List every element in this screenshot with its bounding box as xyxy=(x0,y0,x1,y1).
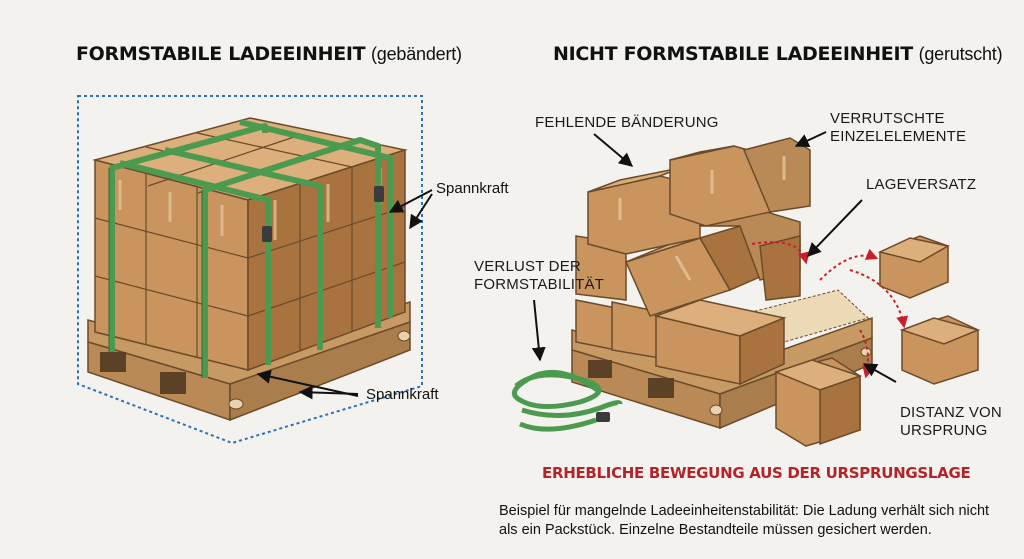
displaced-boxes xyxy=(773,235,981,447)
right-title-qualifier: (gerutscht) xyxy=(918,44,1003,64)
warning-headline: ERHEBLICHE BEWEGUNG AUS DER URSPRUNGSLAG… xyxy=(542,464,971,482)
callout-distance-from-origin: DISTANZ VON URSPRUNG xyxy=(900,404,1002,440)
callout-distance-line2: URSPRUNG xyxy=(900,422,988,439)
left-title-main: FORMSTABILE LADEEINHEIT xyxy=(76,43,366,65)
description-line2: als ein Packstück. Einzelne Bestandteile… xyxy=(499,522,932,538)
stable-pallet xyxy=(87,276,411,422)
callout-shifted-elements-line1: VERRUTSCHTE xyxy=(830,110,945,127)
callout-loss-of-stability: VERLUST DER FORMSTABILITÄT xyxy=(474,258,604,294)
loose-straps xyxy=(511,369,623,432)
callout-loss-line2: FORMSTABILITÄT xyxy=(474,276,605,293)
callout-loss-line1: VERLUST DER xyxy=(474,258,581,275)
right-title-main: NICHT FORMSTABILE LADEEINHEIT xyxy=(553,43,913,65)
stable-shape-outline xyxy=(77,95,423,445)
description-text: Beispiel für mangelnde Ladeeinheitenstab… xyxy=(499,502,989,540)
left-panel-title: FORMSTABILE LADEEINHEIT (gebändert) xyxy=(76,42,462,66)
callout-distance-line1: DISTANZ VON xyxy=(900,404,1002,421)
stable-straps xyxy=(109,119,393,378)
callout-shifted-elements-line2: EINZELELEMENTE xyxy=(830,128,967,145)
callout-layer-offset: LAGEVERSATZ xyxy=(866,176,977,193)
label-tension-force-bottom: Spannkraft xyxy=(366,386,439,403)
left-title-qualifier: (gebändert) xyxy=(370,44,462,64)
strap-buckle-icon xyxy=(262,226,272,242)
unstable-load-unit xyxy=(511,131,981,447)
label-tension-force-top: Spannkraft xyxy=(436,180,509,197)
stable-stack-side xyxy=(247,148,406,372)
description-line1: Beispiel für mangelnde Ladeeinheitenstab… xyxy=(499,503,990,519)
unstable-box-stack xyxy=(575,137,811,386)
stable-load-unit xyxy=(77,95,433,445)
right-panel-title: NICHT FORMSTABILE LADEEINHEIT (gerutscht… xyxy=(553,42,1003,66)
strap-buckle-icon xyxy=(596,412,610,422)
callout-shifted-elements: VERRUTSCHTE EINZELELEMENTE xyxy=(830,110,966,146)
callout-missing-strapping: FEHLENDE BÄNDERUNG xyxy=(535,114,719,131)
strap-buckle-icon xyxy=(374,186,384,202)
